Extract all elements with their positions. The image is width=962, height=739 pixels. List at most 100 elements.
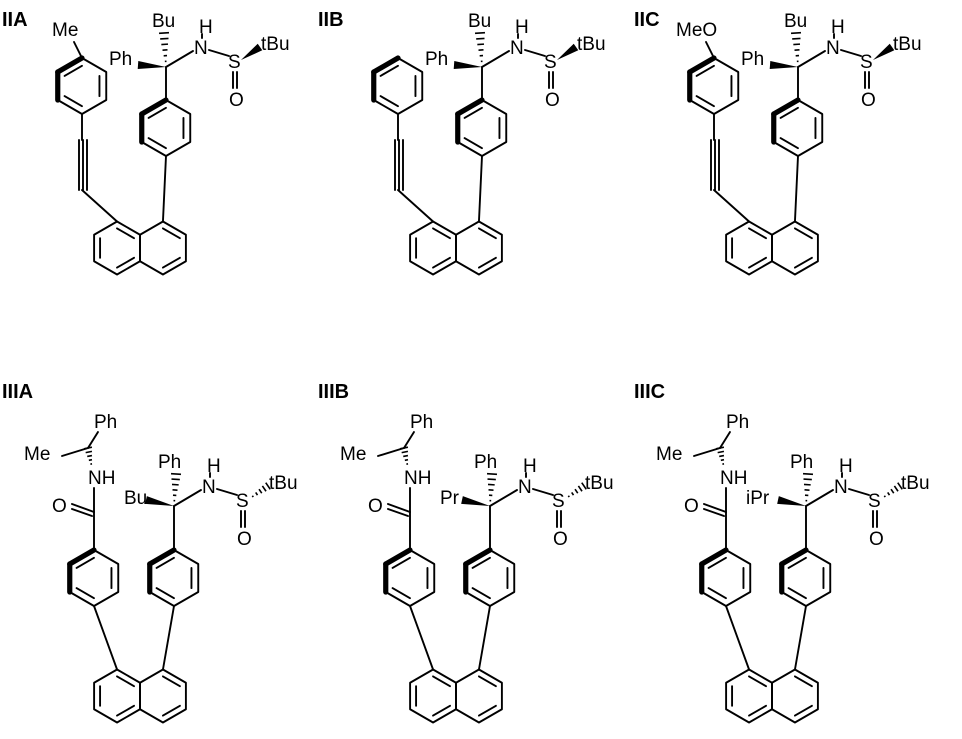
- nitrogen-atom: N: [826, 38, 840, 59]
- bond: [93, 605, 119, 671]
- hydrogen-atom: H: [831, 17, 845, 38]
- sulfur-atom: S: [552, 491, 565, 512]
- phenylene-ring: [55, 55, 108, 115]
- hashed-bond: [158, 31, 170, 63]
- alkyl-group: iPr: [746, 488, 770, 509]
- oxygen-atom: O: [237, 529, 252, 550]
- tbu-group: tBu: [577, 34, 606, 55]
- sulfur-atom: S: [228, 52, 241, 73]
- bond: [161, 605, 175, 671]
- phenylene-ring: [699, 547, 752, 607]
- amide-nh: NH: [404, 468, 431, 489]
- alkyl-group: Bu: [124, 488, 147, 509]
- wedge-bond: [145, 496, 174, 506]
- bond: [793, 605, 807, 671]
- phenyl-group: Ph: [94, 412, 117, 433]
- tbu-group: tBu: [269, 473, 298, 494]
- phenylene-ring: [383, 547, 436, 607]
- bond: [387, 503, 411, 513]
- bond: [481, 50, 510, 68]
- phenyl-group: Ph: [109, 49, 132, 70]
- alkyl-group: Pr: [440, 488, 460, 509]
- nitrogen-atom: N: [194, 38, 208, 59]
- phenyl-group: Ph: [410, 412, 433, 433]
- hashed-bond: [790, 31, 802, 63]
- phenylene-ring: [67, 547, 120, 607]
- tbu-group: tBu: [585, 473, 614, 494]
- bond: [61, 447, 89, 457]
- oxygen-atom: O: [869, 529, 884, 550]
- bond: [208, 49, 230, 57]
- wedge-bond: [777, 496, 806, 506]
- hydrogen-atom: H: [199, 17, 213, 38]
- oxygen-atom: O: [545, 90, 560, 111]
- bond: [87, 431, 99, 449]
- bond: [216, 488, 238, 496]
- wedge-bond: [461, 496, 490, 506]
- hashed-bond: [567, 482, 587, 498]
- phenyl-group: Ph: [425, 49, 448, 70]
- naphthalene-core: [725, 668, 819, 724]
- sulfur-atom: S: [544, 52, 557, 73]
- methyl-group: Me: [52, 20, 78, 41]
- butyl-group: Bu: [784, 11, 807, 32]
- wedge-bond: [769, 61, 798, 69]
- hashed-bond: [251, 482, 271, 498]
- carbonyl-oxygen: O: [684, 496, 699, 517]
- bond: [797, 50, 826, 68]
- bond: [725, 605, 751, 671]
- wedge-bond: [137, 61, 166, 69]
- bond: [73, 41, 83, 59]
- hydrogen-atom: H: [515, 17, 529, 38]
- bond: [387, 508, 409, 517]
- phenylene-ring: [779, 547, 832, 607]
- naphthalene-core: [725, 220, 819, 276]
- hashed-bond: [474, 31, 486, 63]
- bond: [705, 41, 715, 59]
- phenyl-group: Ph: [158, 452, 181, 473]
- bond: [403, 431, 415, 449]
- butyl-group: Bu: [152, 11, 175, 32]
- compound-label: IIA: [2, 9, 28, 31]
- methyl-group: Me: [340, 444, 366, 465]
- compound-label: IIIA: [2, 381, 33, 403]
- carbonyl-oxygen: O: [368, 496, 383, 517]
- bond: [805, 489, 834, 507]
- naphthalene-core: [93, 668, 187, 724]
- compound-label: IIC: [634, 9, 660, 31]
- bond: [71, 508, 93, 517]
- hashed-bond: [170, 472, 182, 502]
- amide-nh: NH: [720, 468, 747, 489]
- methoxy-group: MeO: [676, 20, 717, 41]
- bond: [703, 503, 727, 513]
- phenyl-group: Ph: [474, 452, 497, 473]
- hydrogen-atom: H: [207, 456, 221, 477]
- oxygen-atom: O: [229, 90, 244, 111]
- bond: [377, 447, 405, 457]
- phenylene-ring: [771, 97, 824, 157]
- methyl-group: Me: [24, 444, 50, 465]
- sulfur-atom: S: [236, 491, 249, 512]
- phenyl-group: Ph: [741, 49, 764, 70]
- phenylene-ring: [139, 97, 192, 157]
- bond: [719, 431, 731, 449]
- bond: [848, 488, 870, 496]
- bond: [793, 155, 799, 223]
- oxygen-atom: O: [861, 90, 876, 111]
- hashed-bond: [802, 472, 814, 502]
- bond: [703, 508, 725, 517]
- nitrogen-atom: N: [834, 477, 848, 498]
- wedge-bond: [557, 43, 579, 60]
- tbu-group: tBu: [261, 34, 290, 55]
- carbonyl-oxygen: O: [52, 496, 67, 517]
- bond: [173, 489, 202, 507]
- phenylene-ring: [463, 547, 516, 607]
- wedge-bond: [873, 43, 895, 60]
- bond: [713, 189, 751, 223]
